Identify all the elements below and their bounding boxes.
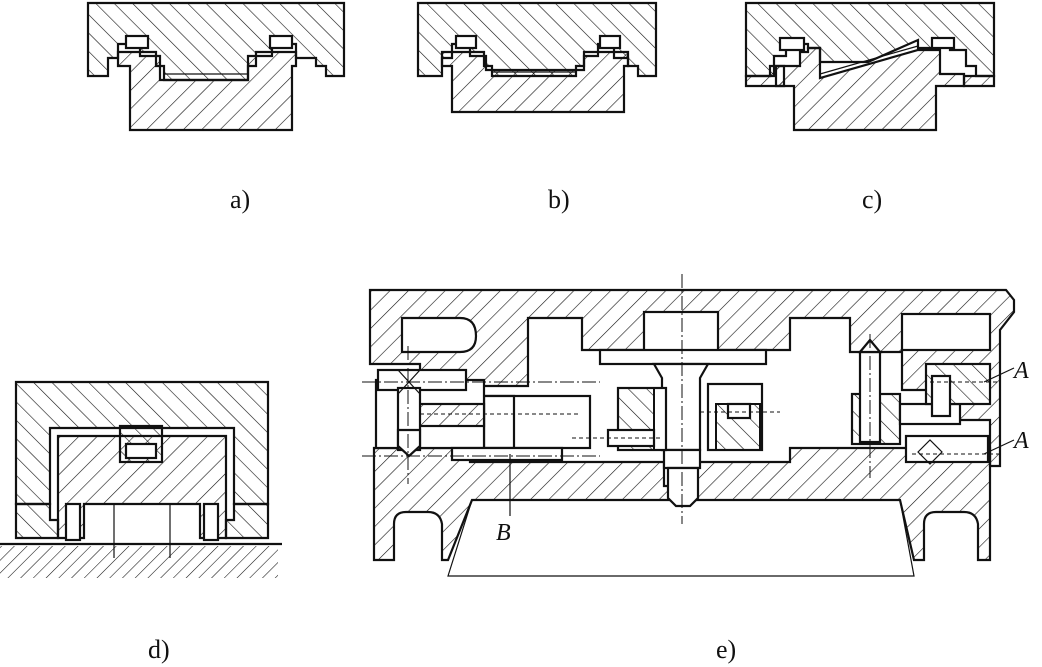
figure-c-label: c): [862, 185, 882, 214]
figure-e-table: [368, 288, 1016, 468]
figure-a-label: a): [230, 185, 250, 214]
figure-a-guide: [116, 50, 298, 132]
figure-b-gib-left: [454, 34, 478, 50]
figure-e-marker-b: B: [496, 520, 511, 546]
figure-c: c): [744, 1, 996, 214]
figure-e-marker-a-bottom: A: [1012, 428, 1029, 454]
figure-b-label: b): [548, 185, 570, 214]
figure-d-clamp-right: [224, 502, 270, 540]
figure-d-label: d): [148, 635, 170, 664]
figure-c-gib-left: [778, 36, 806, 52]
figure-b-gib-right: [598, 34, 622, 50]
figure-e-marker-a-top: A: [1012, 358, 1029, 384]
figure-e-base: [372, 446, 992, 562]
figure-b: b): [416, 1, 658, 214]
figure-c-right-clamp: [962, 74, 996, 88]
figure-d-clamp-left: [14, 502, 60, 540]
figure-e-label: e): [716, 635, 736, 664]
figure-c-carriage: [744, 1, 996, 78]
figure-c-gib-right: [930, 36, 956, 50]
figure-a: a): [86, 1, 346, 214]
figure-a-gib-left: [124, 34, 150, 50]
figure-c-left-clamp: [744, 64, 786, 88]
figure-d: d): [0, 380, 282, 664]
figure-b-guide: [440, 50, 630, 114]
figure-a-gib-right: [268, 34, 294, 50]
figure-e: A A B e): [362, 274, 1029, 664]
figure-d-base: [0, 546, 278, 578]
figure-e-flange-cap: [642, 310, 720, 354]
